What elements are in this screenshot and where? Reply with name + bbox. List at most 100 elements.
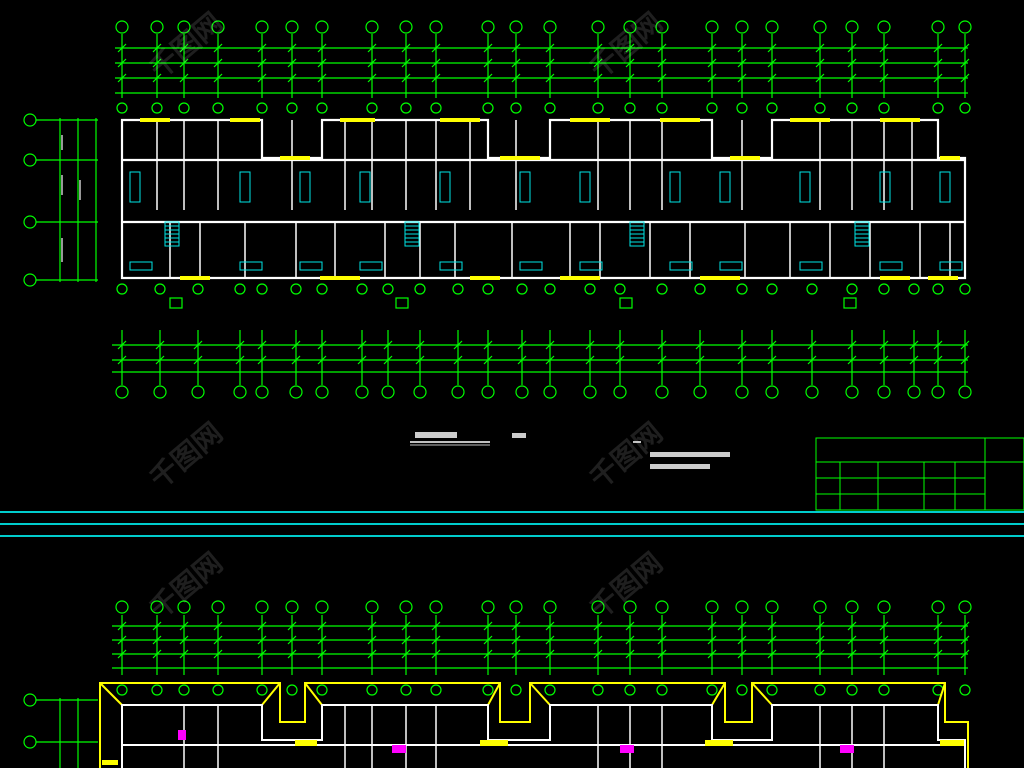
- dimension-tick: [155, 340, 165, 350]
- dimension-tick: [317, 621, 327, 631]
- axis-bubble: [154, 283, 166, 295]
- window-hatch: [880, 276, 910, 280]
- axis-bubble: [907, 385, 921, 399]
- axis-bubble: [413, 385, 427, 399]
- lower-top-dimension-chain: [112, 600, 972, 696]
- sheet-separator: [0, 511, 1024, 537]
- dimension-tick: [737, 355, 747, 365]
- window-hatch: [700, 276, 740, 280]
- dimension-tick: [367, 43, 377, 53]
- dimension-tick: [615, 340, 625, 350]
- axis-bubble: [315, 385, 329, 399]
- axis-bubble: [192, 283, 204, 295]
- axis-bubble: [151, 684, 163, 696]
- fixture-details: [129, 171, 963, 271]
- bottom-dimension-chain: [112, 283, 972, 399]
- axis-bubble: [481, 600, 495, 614]
- axis-bubble: [591, 20, 605, 34]
- dimension-tick: [213, 621, 223, 631]
- dimension-tick: [707, 621, 717, 631]
- dimension-tick: [287, 58, 297, 68]
- dimension-tick: [933, 355, 943, 365]
- dimension-tick: [317, 649, 327, 659]
- axis-bubble: [482, 283, 494, 295]
- dimension-tick: [960, 649, 970, 659]
- window-hatch: [660, 118, 700, 122]
- dimension-tick: [545, 649, 555, 659]
- axis-bubble: [177, 20, 191, 34]
- axis-bubble: [878, 684, 890, 696]
- dimension-tick: [657, 621, 667, 631]
- axis-bubble: [846, 684, 858, 696]
- dimension-tick: [257, 73, 267, 83]
- dimension-tick: [511, 635, 521, 645]
- axis-bubble: [806, 283, 818, 295]
- fixture-outline: [719, 171, 731, 203]
- axis-bubble: [706, 102, 718, 114]
- dimension-tick: [933, 58, 943, 68]
- dimension-tick: [401, 58, 411, 68]
- dimension-tick: [847, 635, 857, 645]
- dimension-tick: [707, 73, 717, 83]
- fixture-outline: [359, 261, 383, 271]
- axis-bubble: [256, 102, 268, 114]
- dimension-tick: [179, 621, 189, 631]
- dimension-tick: [593, 73, 603, 83]
- interior-partitions: [156, 120, 951, 278]
- axis-bubble: [429, 600, 443, 614]
- dimension-tick: [483, 635, 493, 645]
- dimension-tick: [179, 635, 189, 645]
- lower-left-dimension-chain: [23, 693, 98, 768]
- dimension-tick: [117, 43, 127, 53]
- dimension-tick: [117, 621, 127, 631]
- dimension-tick: [545, 340, 555, 350]
- axis-bubble: [735, 20, 749, 34]
- axis-bubble: [705, 600, 719, 614]
- dimension-tick: [545, 355, 555, 365]
- axis-bubble: [211, 600, 225, 614]
- dimension-tick: [357, 355, 367, 365]
- dimension-tick: [117, 355, 127, 365]
- axis-bubble: [931, 385, 945, 399]
- axis-bubble: [316, 684, 328, 696]
- axis-bubble: [959, 283, 971, 295]
- axis-bubble: [153, 385, 167, 399]
- dimension-tick: [737, 340, 747, 350]
- dimension-tick: [152, 58, 162, 68]
- dimension-tick: [257, 355, 267, 365]
- axis-bubble: [481, 385, 495, 399]
- axis-bubble: [931, 20, 945, 34]
- dimension-tick: [431, 649, 441, 659]
- axis-bubble: [814, 684, 826, 696]
- dimension-tick: [960, 635, 970, 645]
- dimension-tick: [383, 340, 393, 350]
- axis-bubble: [543, 20, 557, 34]
- dimension-tick: [657, 43, 667, 53]
- dimension-tick: [317, 58, 327, 68]
- axis-bubble: [614, 283, 626, 295]
- axis-bubble: [706, 684, 718, 696]
- dimension-tick: [152, 73, 162, 83]
- axis-bubble: [931, 600, 945, 614]
- axis-bubble: [766, 283, 778, 295]
- axis-bubble: [399, 600, 413, 614]
- dimension-tick: [152, 621, 162, 631]
- fixture-outline: [239, 171, 251, 203]
- window-hatch: [140, 118, 170, 122]
- axis-bubble: [845, 20, 859, 34]
- dimension-tick: [431, 635, 441, 645]
- axis-bubble: [286, 102, 298, 114]
- axis-bubble: [623, 600, 637, 614]
- dimension-tick: [545, 43, 555, 53]
- axis-bubble: [694, 283, 706, 295]
- axis-bubble: [878, 102, 890, 114]
- axis-bubble: [452, 283, 464, 295]
- axis-bubble: [315, 600, 329, 614]
- axis-bubble: [115, 600, 129, 614]
- axis-bubble: [591, 600, 605, 614]
- axis-bubble: [316, 283, 328, 295]
- axis-bubble: [613, 385, 627, 399]
- axis-bubble: [623, 20, 637, 34]
- dimension-tick: [483, 621, 493, 631]
